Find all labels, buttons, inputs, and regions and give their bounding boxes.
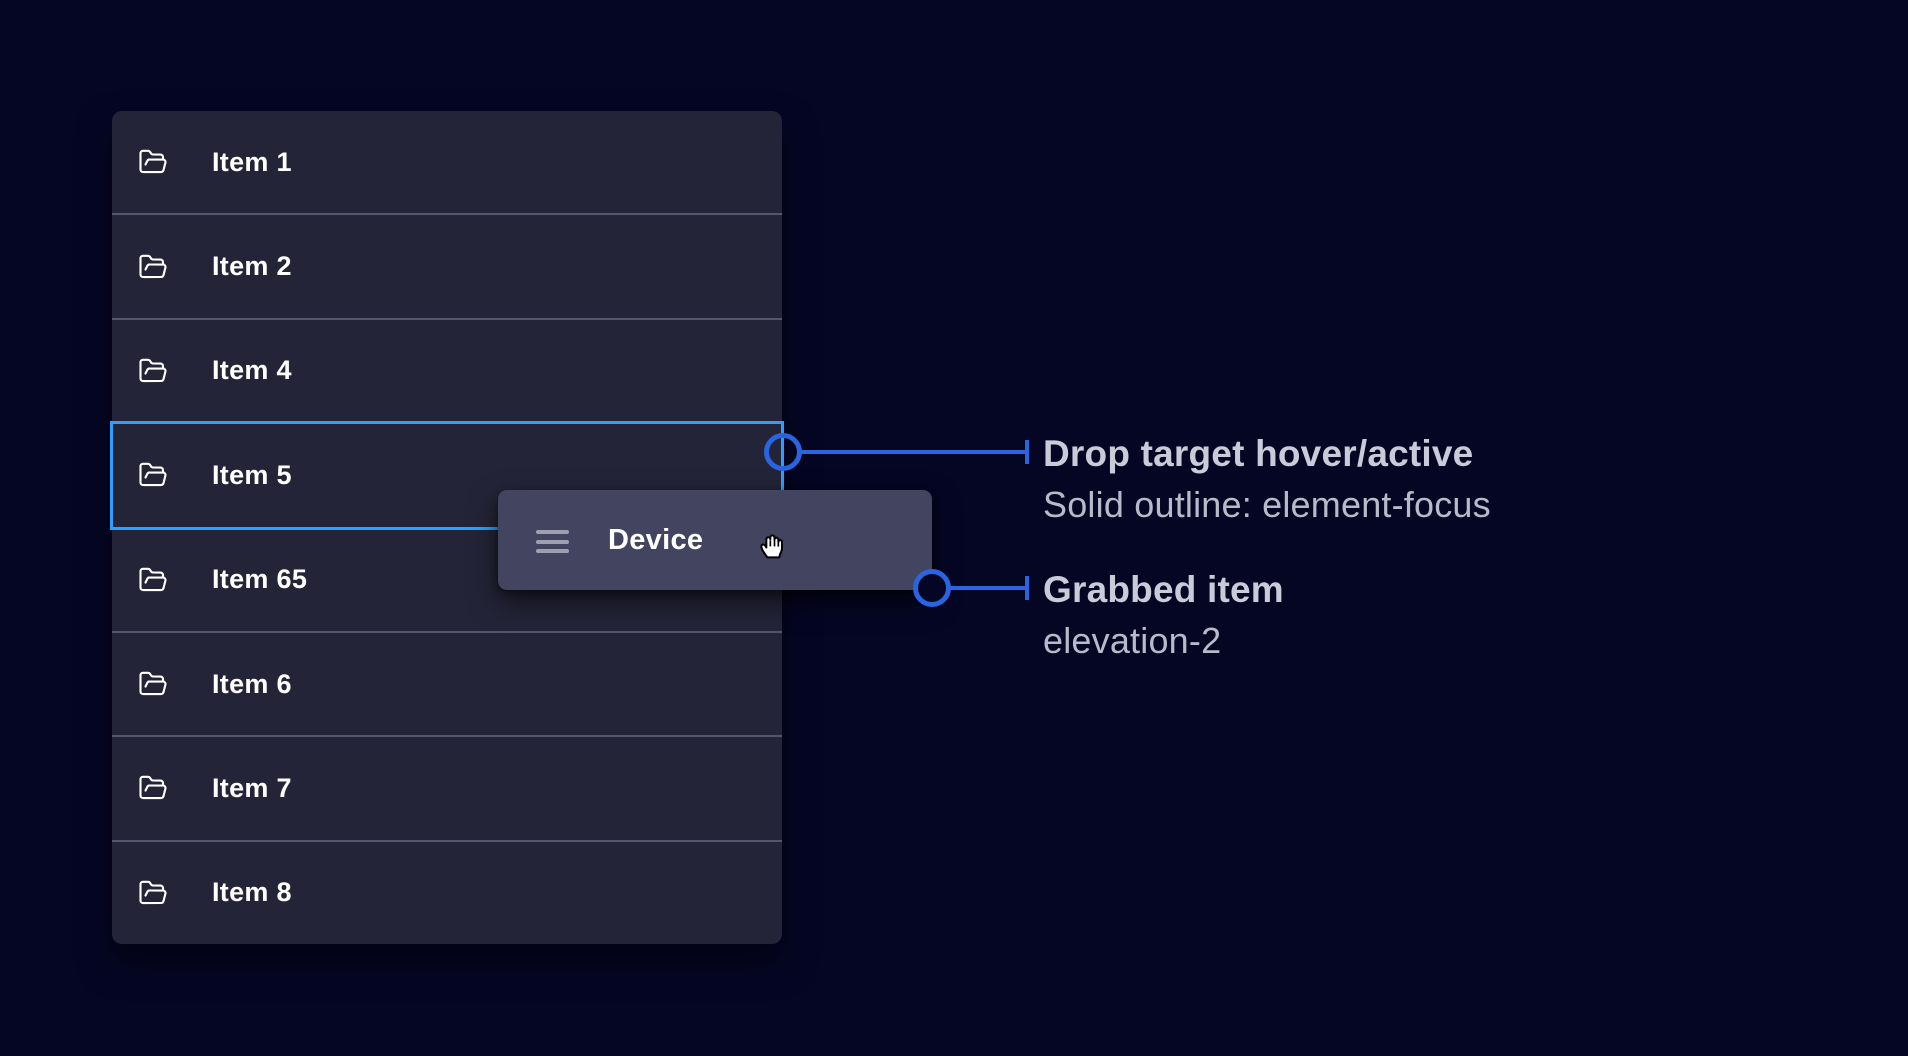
- annotation-title: Grabbed item: [1043, 569, 1284, 610]
- grabbing-hand-cursor: [753, 525, 793, 565]
- grabbed-item-marker-circle: [913, 569, 951, 607]
- list-item-label: Item 65: [212, 564, 308, 595]
- list-item-label: Item 6: [212, 668, 292, 699]
- list-item[interactable]: Item 6: [112, 630, 782, 735]
- drag-handle-icon[interactable]: [536, 530, 569, 553]
- folder-open-icon: [136, 147, 170, 177]
- folder-open-icon: [136, 252, 170, 282]
- annotation-subtitle: Solid outline: element-focus: [1043, 484, 1491, 525]
- folder-open-icon: [136, 878, 170, 908]
- folder-open-icon: [136, 460, 170, 490]
- folder-open-icon: [136, 669, 170, 699]
- list-item-label: Item 8: [212, 877, 292, 908]
- list-item-label: Item 2: [212, 251, 292, 282]
- list-item-label: Item 5: [212, 459, 292, 490]
- drop-target-connector-line: [801, 440, 1029, 464]
- list-item-label: Item 1: [212, 146, 292, 177]
- grabbed-item-connector-line: [950, 576, 1029, 600]
- list-item-label: Item 7: [212, 772, 292, 803]
- annotation-drop-target: Drop target hover/active Solid outline: …: [1043, 428, 1491, 530]
- folder-open-icon: [136, 773, 170, 803]
- drag-card-label: Device: [608, 523, 704, 556]
- list-item[interactable]: Item 8: [112, 839, 782, 944]
- list-item[interactable]: Item 7: [112, 735, 782, 839]
- annotation-grabbed-item: Grabbed item elevation-2: [1043, 564, 1284, 666]
- drop-target-marker-circle: [764, 433, 802, 471]
- annotation-subtitle: elevation-2: [1043, 620, 1222, 661]
- list-item-label: Item 4: [212, 355, 292, 386]
- list-item[interactable]: Item 4: [112, 317, 782, 422]
- folder-open-icon: [136, 356, 170, 386]
- grabbed-drag-card[interactable]: Device: [498, 490, 932, 590]
- list-item[interactable]: Item 1: [112, 111, 782, 213]
- folder-open-icon: [136, 565, 170, 595]
- list-item[interactable]: Item 2: [112, 213, 782, 317]
- annotation-title: Drop target hover/active: [1043, 433, 1474, 474]
